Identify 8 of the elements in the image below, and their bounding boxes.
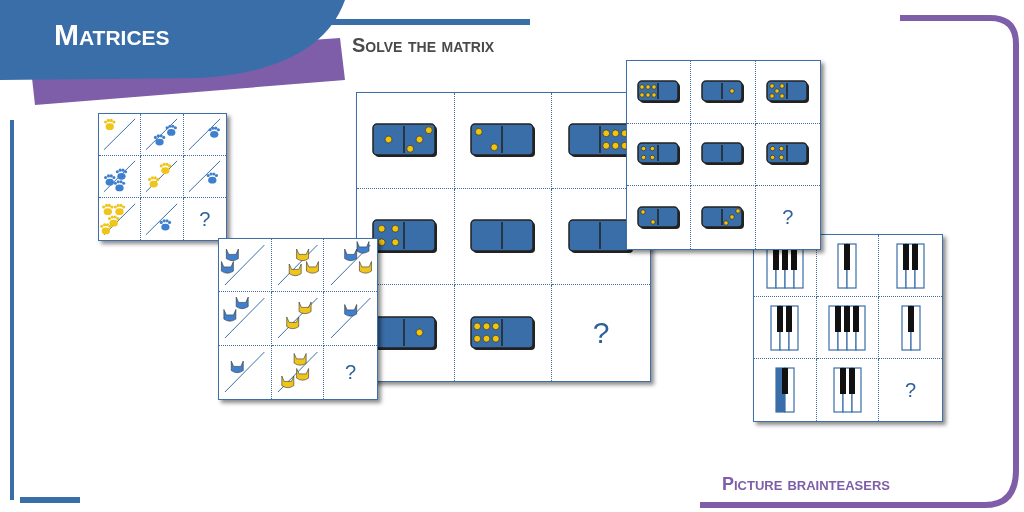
subtitle: Solve the matrix xyxy=(352,34,495,57)
question-mark: ? xyxy=(199,207,211,231)
question-mark: ? xyxy=(345,360,357,384)
footer-caption: Picture brainteasers xyxy=(722,474,890,495)
question-mark: ? xyxy=(782,206,794,230)
page-title: Matrices xyxy=(54,18,170,52)
question-mark: ? xyxy=(905,378,917,402)
question-mark: ? xyxy=(592,316,610,350)
